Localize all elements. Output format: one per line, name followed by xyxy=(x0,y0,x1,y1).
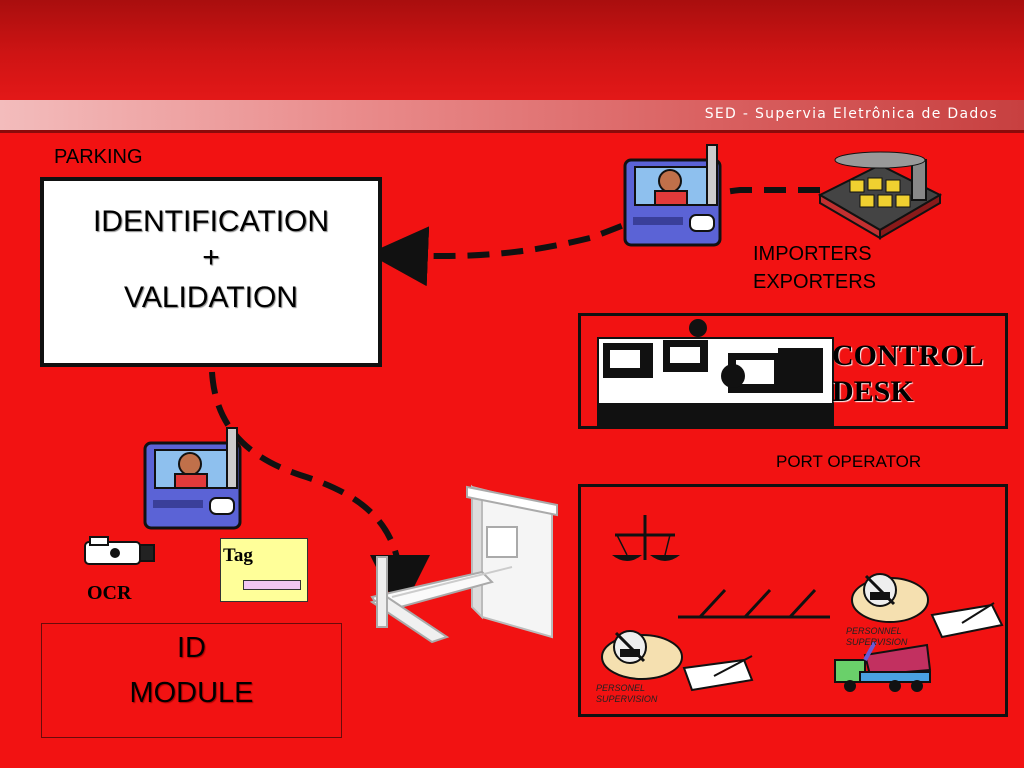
exporters-text: EXPORTERS xyxy=(753,271,876,293)
control-desk-box xyxy=(578,313,1008,429)
brand-title: SED - Supervia Eletrônica de Dados xyxy=(704,106,998,122)
header-band xyxy=(0,100,1024,130)
personel-supervision-label: PERSONEL SUPERVISION xyxy=(596,683,657,705)
port-operator-label: PORT OPERATOR xyxy=(776,452,922,471)
supervisor-icon xyxy=(601,630,683,680)
identification-text: IDENTIFICATION xyxy=(92,205,330,238)
supervision-text-2: SUPERVISION xyxy=(596,694,658,704)
tag-strip xyxy=(243,580,301,590)
port-operator-box xyxy=(578,484,1008,717)
dump-truck-icon xyxy=(834,641,932,692)
ocr-label: OCR xyxy=(87,582,132,604)
importers-exporters-label: IMPORTERS EXPORTERS xyxy=(753,240,876,296)
arrow-identification-to-gate xyxy=(209,371,430,615)
tag-icon: Tag xyxy=(220,538,308,602)
parking-label: PARKING xyxy=(54,146,143,168)
header-rule xyxy=(0,130,1024,133)
control-desk-label: CONTROL DESK xyxy=(832,338,984,410)
importers-text: IMPORTERS xyxy=(753,243,872,265)
tag-label: Tag xyxy=(223,545,253,566)
identification-validation-box: IDENTIFICATION + VALIDATION xyxy=(40,177,382,367)
module-text: MODULE xyxy=(129,677,254,709)
scales-icon xyxy=(612,515,680,561)
plus-text: + xyxy=(202,241,220,274)
slide-header xyxy=(0,0,1024,100)
id-text: ID xyxy=(177,632,206,664)
supervision-text: SUPERVISION xyxy=(846,637,908,647)
personel-text: PERSONEL xyxy=(596,683,646,693)
desk-text: DESK xyxy=(832,375,914,408)
supervisor-icon xyxy=(851,573,929,623)
control-text: CONTROL xyxy=(832,339,984,372)
personnel-text: PERSONNEL xyxy=(846,626,902,636)
lane-barriers-icon xyxy=(678,588,830,619)
notepad-icon xyxy=(682,655,754,692)
validation-text: VALIDATION xyxy=(124,281,298,314)
personnel-supervision-label: PERSONNEL SUPERVISION xyxy=(846,626,907,648)
notepad-icon xyxy=(930,602,1004,639)
id-module-box: ID MODULE xyxy=(41,623,342,738)
